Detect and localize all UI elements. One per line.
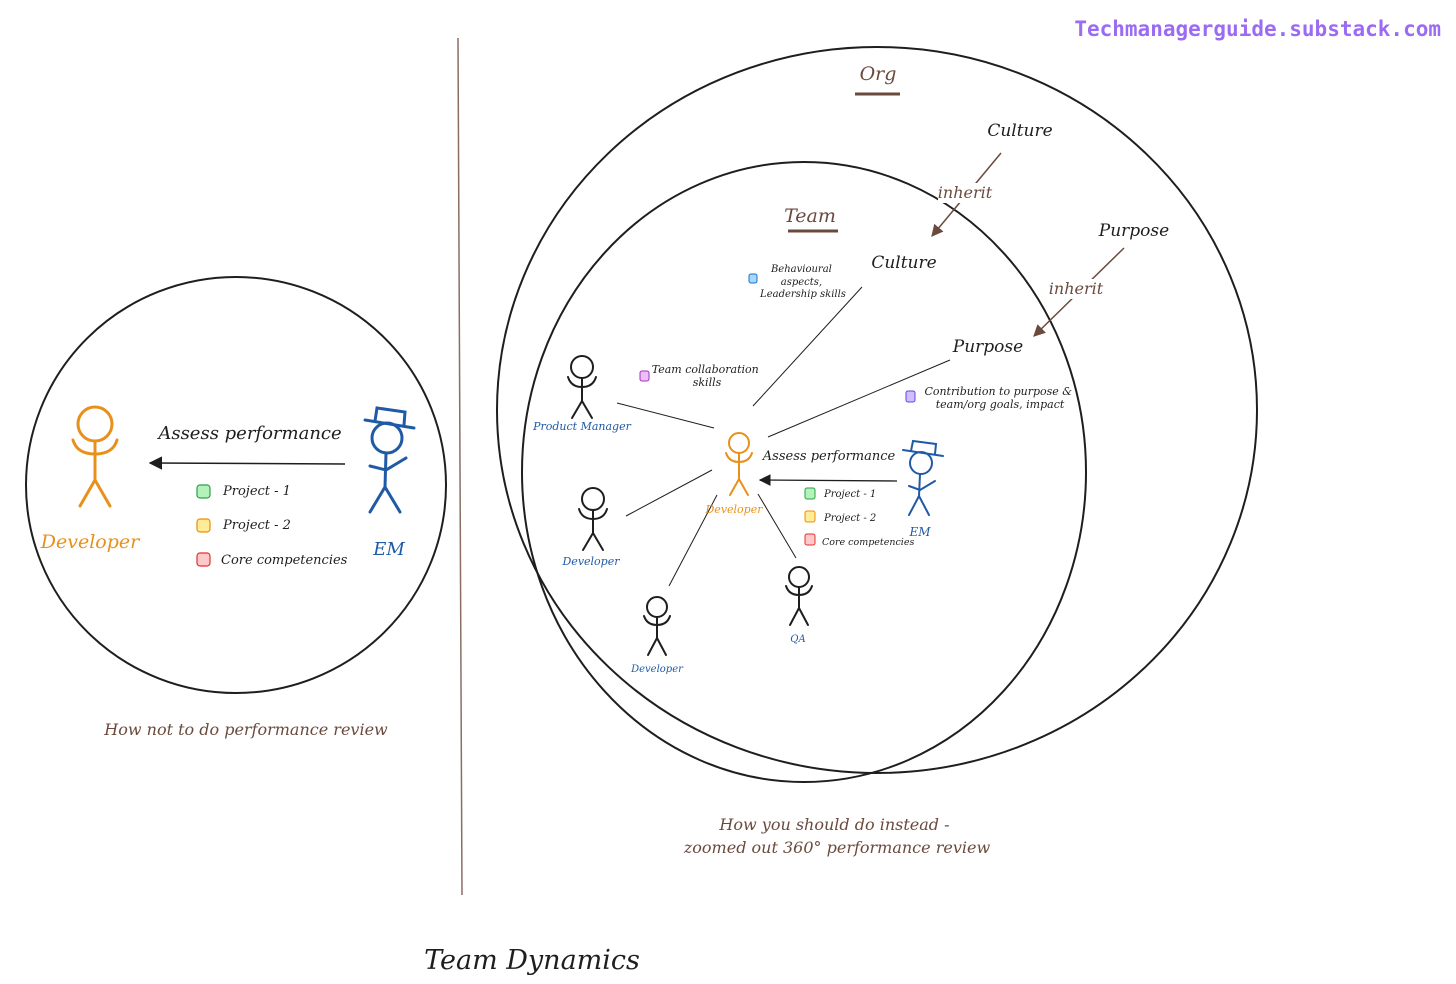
watermark: Techmanagerguide.substack.com [1074,17,1441,41]
developer-label: Developer [40,531,141,553]
green-marker [804,487,816,500]
collab-note: Team collaboration skills [652,363,762,389]
right-panel: Org Team Culture Purpose inherit inherit… [496,46,1258,857]
page-title: Team Dynamics [424,945,640,976]
developer-figure [71,405,119,508]
right-em-label: EM [908,525,931,539]
em-label: EM [372,539,405,560]
violet-marker [905,390,916,403]
red-marker [196,552,211,567]
blue-marker [748,273,758,284]
behavioural-note: Behavioural aspects, Leadership skills [759,264,846,300]
inherit-label-bg [938,183,994,203]
right-item-list: Project - 1 Project - 2 Core competencie… [804,487,914,548]
inherit-label-bg [1048,279,1104,299]
inherit-label-2: inherit [1049,279,1104,298]
right-assess-label: Assess performance [762,449,896,464]
left-caption: How not to do performance review [103,720,388,739]
product-manager-figure [567,355,597,419]
assess-label: Assess performance [156,423,341,444]
team-circle [521,161,1087,783]
left-item-project-1: Project - 1 [222,484,291,499]
divider [457,37,463,896]
left-panel: Developer EM Assess performance Project … [25,276,447,739]
right-item-project-2: Project - 2 [823,513,876,524]
left-circle [25,276,447,694]
org-circle [496,46,1258,774]
right-em-figure [902,439,944,516]
yellow-marker [196,518,211,533]
org-purpose-label: Purpose [1098,221,1169,241]
developer-3-figure [643,596,671,656]
red-marker [804,533,816,546]
team-purpose-label: Purpose [952,337,1023,357]
em-figure [363,406,416,514]
org-title: Org [860,63,897,85]
inherit-label-1: inherit [938,183,993,202]
developer-2-label: Developer [561,555,620,568]
right-caption: How you should do instead - zoomed out 3… [683,815,991,857]
central-developer-figure [725,432,753,496]
green-marker [196,484,211,499]
developer-2-figure [578,487,608,551]
central-developer-label: Developer [704,503,763,516]
right-assess-arrow [758,474,898,486]
qa-figure [785,566,813,626]
connector-lines [616,286,951,587]
product-manager-label: Product Manager [532,420,632,433]
yellow-marker [804,510,816,523]
left-item-core-competencies: Core competencies [221,553,348,568]
developer-3-label: Developer [630,664,684,675]
team-title: Team [784,205,836,227]
team-culture-label: Culture [871,253,936,273]
right-item-core-competencies: Core competencies [822,537,914,548]
left-item-project-2: Project - 2 [222,518,291,533]
qa-label: QA [790,634,805,645]
contribution-note: Contribution to purpose & team/org goals… [924,385,1075,411]
org-culture-label: Culture [987,121,1052,141]
right-item-project-1: Project - 1 [823,489,876,500]
left-item-list: Project - 1 Project - 2 Core competencie… [196,484,348,568]
assess-arrow [148,456,346,470]
magenta-marker [639,370,650,382]
